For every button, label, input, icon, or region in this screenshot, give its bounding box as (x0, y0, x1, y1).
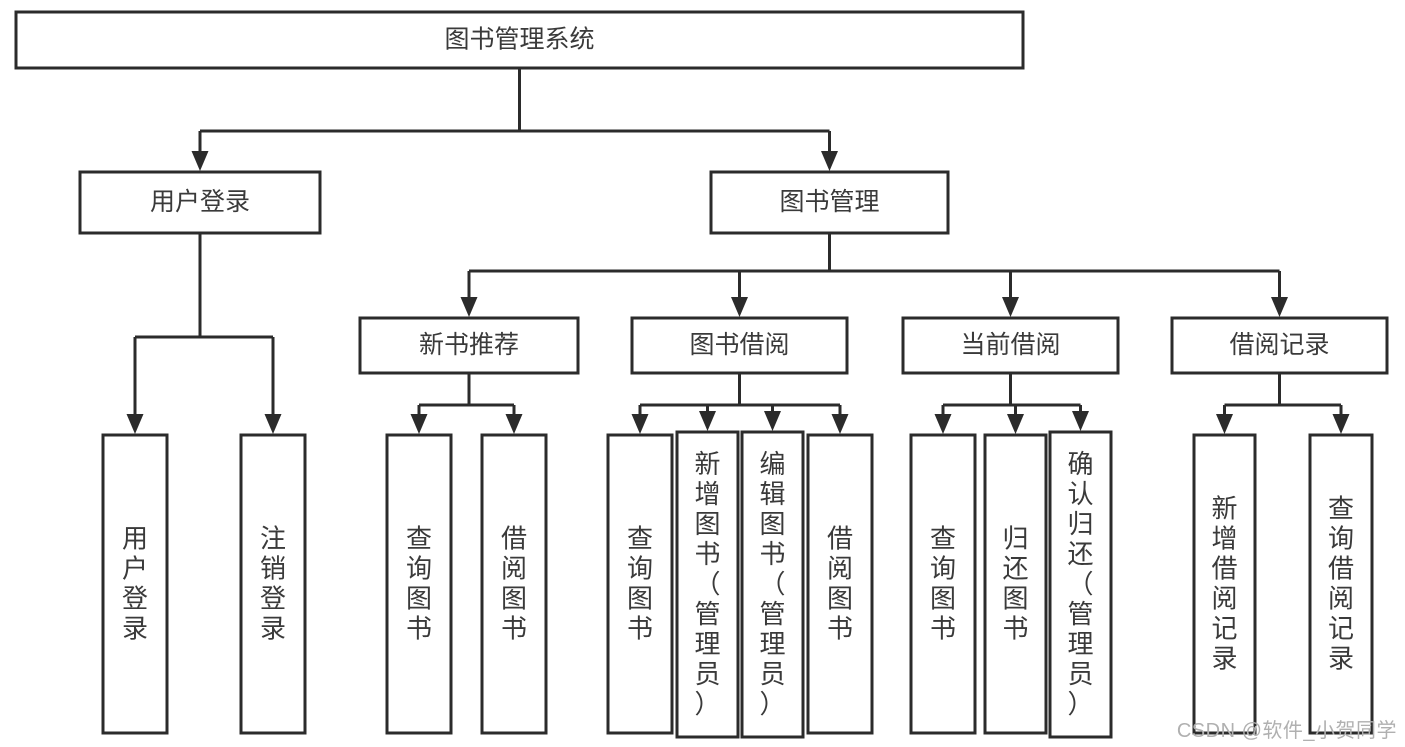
node-box-user-login[interactable] (78, 170, 322, 235)
node-label-leaf-add-record: 新增借阅记录 (1211, 493, 1237, 673)
node-leaf-query-book-borrow[interactable]: 查询图书 (606, 433, 674, 735)
connector-group-root-children (191, 68, 838, 171)
node-label-leaf-query-book-current: 查询图书 (930, 523, 956, 643)
node-label-leaf-user-logout: 注销登录 (260, 523, 286, 643)
node-box-leaf-return-book[interactable] (983, 433, 1048, 735)
node-box-leaf-query-record[interactable] (1308, 433, 1374, 735)
node-label-book-manage: 图书管理 (779, 188, 879, 216)
node-leaf-return-book[interactable]: 归还图书 (983, 433, 1048, 735)
node-label-user-login: 用户登录 (150, 188, 250, 216)
node-box-leaf-borrow-book-rec[interactable] (480, 433, 548, 735)
node-leaf-confirm-return[interactable]: 确认归还（管理员） (1048, 430, 1113, 739)
node-borrow-record[interactable]: 借阅记录 (1170, 316, 1389, 375)
node-label-leaf-borrow-book-rec: 借阅图书 (501, 523, 527, 643)
node-box-leaf-query-book-borrow[interactable] (606, 433, 674, 735)
node-label-current-borrow: 当前借阅 (960, 331, 1060, 359)
node-layer: 图书管理系统用户登录图书管理新书推荐图书借阅当前借阅借阅记录用户登录注销登录查询… (14, 10, 1389, 739)
node-box-leaf-add-book[interactable] (675, 430, 740, 739)
connector-layer (126, 68, 1350, 434)
node-label-leaf-confirm-return: 确认归还（管理员） (1067, 449, 1093, 719)
node-box-borrow-record[interactable] (1170, 316, 1389, 375)
connector-group-book-borrow-children (631, 373, 849, 434)
connector-group-user-login-children (126, 233, 282, 434)
node-leaf-add-book[interactable]: 新增图书（管理员） (675, 430, 740, 739)
node-box-book-manage[interactable] (709, 170, 950, 235)
node-box-leaf-query-book-rec[interactable] (385, 433, 453, 735)
node-book-borrow[interactable]: 图书借阅 (630, 316, 849, 375)
node-leaf-query-record[interactable]: 查询借阅记录 (1308, 433, 1374, 735)
node-new-book-rec[interactable]: 新书推荐 (358, 316, 580, 375)
node-leaf-user-login[interactable]: 用户登录 (101, 433, 169, 735)
node-label-leaf-borrow-book: 借阅图书 (827, 523, 853, 643)
node-leaf-borrow-book-rec[interactable]: 借阅图书 (480, 433, 548, 735)
node-box-leaf-add-record[interactable] (1192, 433, 1257, 735)
node-leaf-query-book-current[interactable]: 查询图书 (909, 433, 977, 735)
node-box-leaf-user-logout[interactable] (239, 433, 307, 735)
node-box-leaf-confirm-return[interactable] (1048, 430, 1113, 739)
node-current-borrow[interactable]: 当前借阅 (901, 316, 1120, 375)
node-label-leaf-query-book-rec: 查询图书 (406, 523, 432, 643)
connector-group-borrow-record-children (1216, 373, 1350, 434)
node-label-root: 图书管理系统 (444, 26, 594, 54)
node-box-leaf-edit-book[interactable] (740, 430, 805, 739)
node-box-new-book-rec[interactable] (358, 316, 580, 375)
node-label-leaf-query-book-borrow: 查询图书 (627, 523, 653, 643)
node-box-root[interactable] (14, 10, 1025, 70)
node-box-leaf-user-login[interactable] (101, 433, 169, 735)
node-box-leaf-borrow-book[interactable] (806, 433, 874, 735)
connector-group-current-borrow-children (934, 373, 1089, 434)
node-box-book-borrow[interactable] (630, 316, 849, 375)
node-label-borrow-record: 借阅记录 (1229, 331, 1329, 359)
node-label-leaf-edit-book: 编辑图书（管理员） (759, 449, 785, 719)
node-label-leaf-return-book: 归还图书 (1002, 523, 1028, 643)
connector-group-new-book-rec-children (410, 373, 523, 434)
connector-group-book-manage-children (460, 233, 1288, 317)
node-leaf-add-record[interactable]: 新增借阅记录 (1192, 433, 1257, 735)
node-label-new-book-rec: 新书推荐 (419, 331, 519, 359)
node-root[interactable]: 图书管理系统 (14, 10, 1025, 70)
node-leaf-user-logout[interactable]: 注销登录 (239, 433, 307, 735)
node-box-current-borrow[interactable] (901, 316, 1120, 375)
node-book-manage[interactable]: 图书管理 (709, 170, 950, 235)
node-label-leaf-query-record: 查询借阅记录 (1328, 493, 1354, 673)
node-leaf-query-book-rec[interactable]: 查询图书 (385, 433, 453, 735)
node-user-login[interactable]: 用户登录 (78, 170, 322, 235)
node-box-leaf-query-book-current[interactable] (909, 433, 977, 735)
node-label-book-borrow: 图书借阅 (689, 331, 789, 359)
node-leaf-edit-book[interactable]: 编辑图书（管理员） (740, 430, 805, 739)
node-leaf-borrow-book[interactable]: 借阅图书 (806, 433, 874, 735)
node-label-leaf-user-login: 用户登录 (122, 523, 148, 643)
node-label-leaf-add-book: 新增图书（管理员） (694, 449, 720, 719)
